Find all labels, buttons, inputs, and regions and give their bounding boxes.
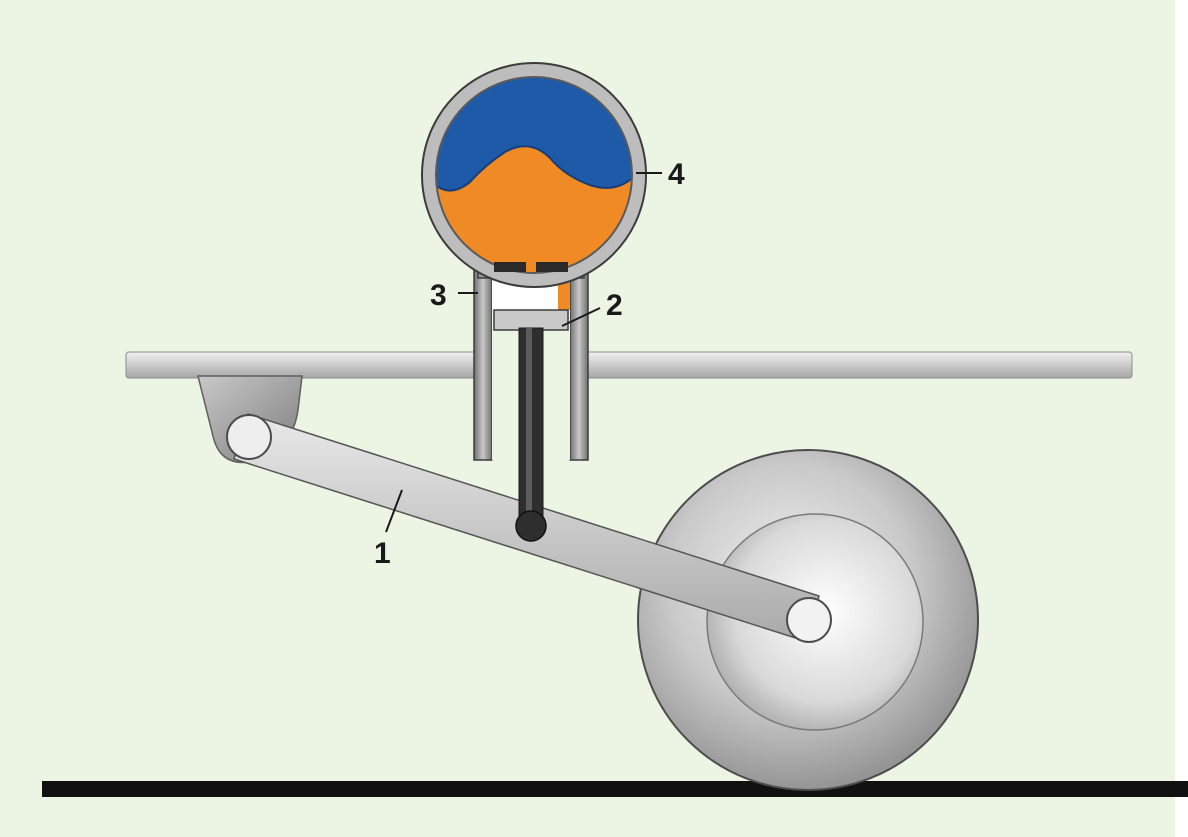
ground-line: [42, 781, 1188, 797]
callout-leader-1: [385, 489, 403, 533]
suspension-sphere: [421, 62, 647, 288]
cylinder-wall-right: [569, 261, 589, 461]
piston-rod-ball-joint: [515, 510, 547, 542]
wheel-axle-pin: [786, 597, 832, 643]
piston-rod-highlight: [526, 328, 532, 528]
page-edge-strip: [1175, 0, 1188, 837]
callout-label-2: 2: [606, 289, 623, 322]
callout-label-3: 3: [430, 279, 447, 312]
sphere-inner-rim: [435, 76, 633, 274]
piston-assembly: [493, 309, 569, 542]
piston-head: [493, 309, 569, 331]
cylinder-wall-left: [473, 261, 493, 461]
callout-label-4: 4: [668, 158, 685, 191]
callout-leader-2: [561, 307, 601, 327]
sphere-diaphragm: [436, 145, 632, 192]
callout-label-1: 1: [374, 537, 391, 570]
arm-pivot-pin: [226, 414, 272, 460]
cylinder-fluid-edge: [558, 278, 570, 310]
damper-valve-left: [494, 262, 526, 272]
damper-valve-right: [536, 262, 568, 272]
body-frame-bar: [125, 351, 1133, 379]
